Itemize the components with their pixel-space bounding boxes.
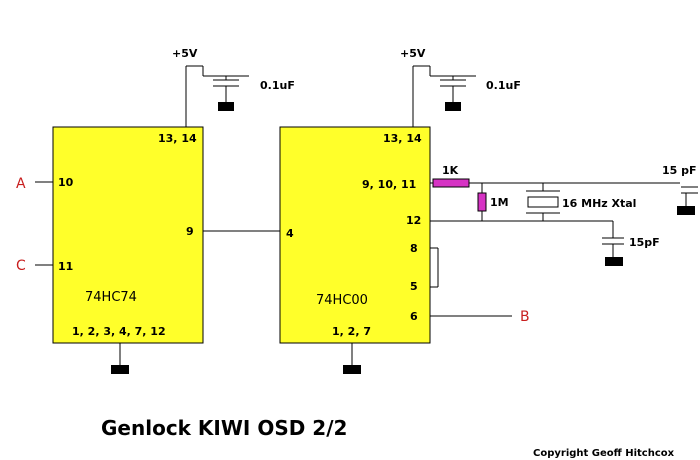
chip2-pin-8: 8 (410, 242, 418, 255)
supply-left-label: +5V (172, 47, 198, 60)
chip1-pin-9: 9 (186, 225, 194, 238)
chip1-pin-11: 11 (58, 260, 73, 273)
chip1-pin-power: 13, 14 (158, 132, 197, 145)
ground-icon (445, 102, 461, 111)
signal-a-label: A (16, 176, 26, 192)
chip2-pin-12: 12 (406, 214, 421, 227)
chip2-pin-5: 5 (410, 280, 418, 293)
chip2-pin-4: 4 (286, 227, 294, 240)
decoupling-left-label: 0.1uF (260, 79, 295, 92)
copyright-text: Copyright Geoff Hitchcox (533, 448, 675, 459)
chip2-pin-9-10-11: 9, 10, 11 (362, 178, 416, 191)
signal-b-label: B (520, 309, 530, 325)
supply-right-label: +5V (400, 47, 426, 60)
chip1-label: 74HC74 (85, 290, 137, 305)
resistor-1k (432, 178, 470, 188)
ground-icon (605, 257, 623, 266)
chip-74hc74 (52, 126, 204, 344)
signal-c-label: C (16, 258, 26, 274)
ground-icon (218, 102, 234, 111)
oscillator-wiring (430, 182, 698, 317)
chip2-pin-gnd: 1, 2, 7 (332, 325, 371, 338)
cap-top-label: 15 pF (662, 164, 697, 177)
supply-right-wiring (412, 65, 476, 127)
chip1-pin-10: 10 (58, 176, 74, 189)
chip1-pin-gnd: 1, 2, 3, 4, 7, 12 (72, 325, 166, 338)
ground-icon (677, 206, 695, 215)
chip2-pin-power: 13, 14 (383, 132, 422, 145)
crystal-icon (526, 190, 560, 214)
ground-icon (343, 365, 361, 374)
cap-bottom-label: 15pF (629, 236, 660, 249)
chip2-label: 74HC00 (316, 293, 368, 308)
resistor-1m (477, 192, 487, 212)
ground-icon (111, 365, 129, 374)
resistor-1m-label: 1M (490, 196, 509, 209)
decoupling-right-label: 0.1uF (486, 79, 521, 92)
chip-74hc00 (279, 126, 431, 344)
supply-left-wiring (185, 65, 249, 127)
chip2-pin-6: 6 (410, 310, 418, 323)
resistor-1k-label: 1K (442, 164, 459, 177)
diagram-title: Genlock KIWI OSD 2/2 (101, 416, 347, 440)
crystal-label: 16 MHz Xtal (562, 197, 636, 210)
